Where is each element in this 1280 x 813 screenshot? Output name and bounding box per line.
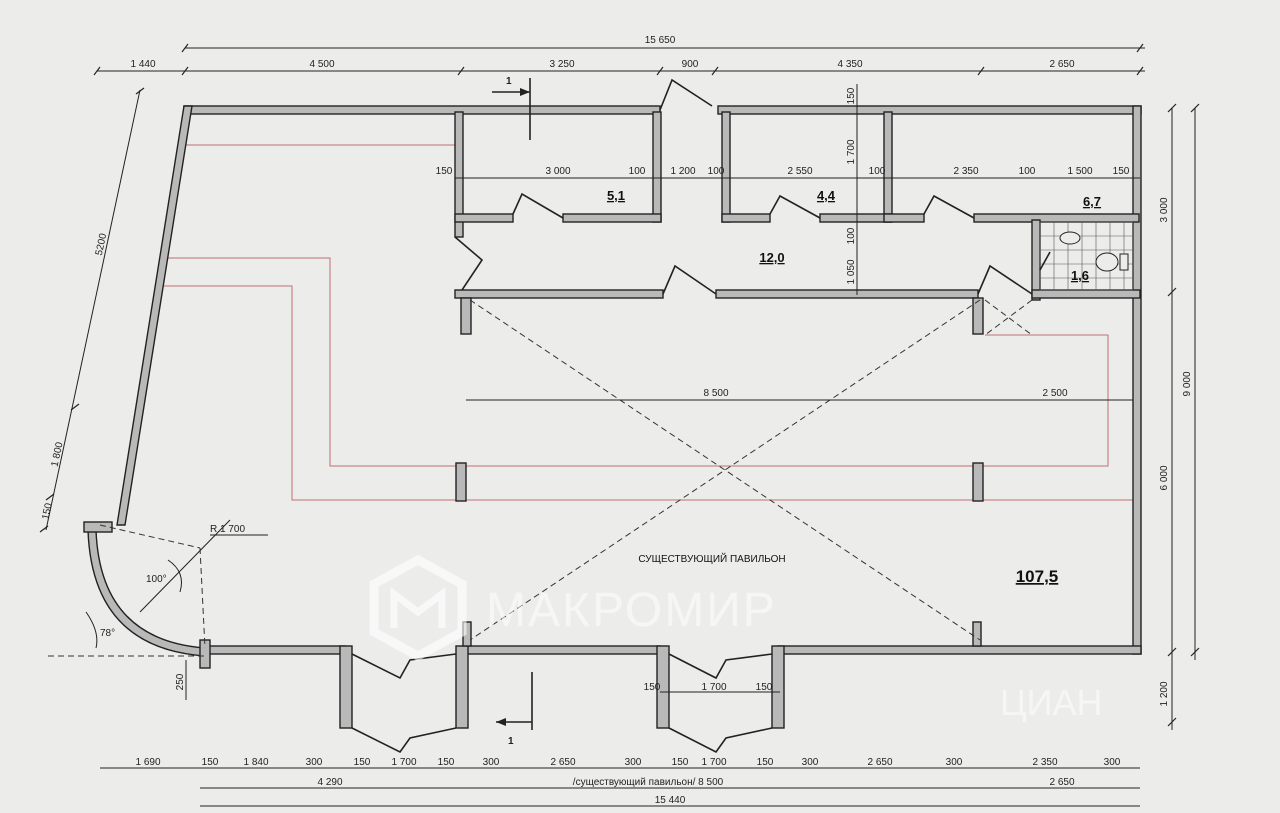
top-dimensions: 15 650 1 440 4 500 3 250 900 4 350 2 650	[93, 35, 1145, 76]
svg-text:1 840: 1 840	[243, 757, 268, 768]
pavilion-label: СУЩЕСТВУЮЩИЙ ПАВИЛЬОН	[638, 552, 785, 565]
dim-top-5: 4 350	[837, 59, 862, 70]
svg-text:150: 150	[438, 757, 455, 768]
outer-walls	[83, 78, 1142, 669]
svg-text:1 500: 1 500	[1067, 166, 1092, 177]
watermark-site: ЦИАН	[1000, 682, 1103, 723]
dim-top-4: 900	[682, 59, 699, 70]
dim-right-1: 3 000	[1159, 197, 1170, 222]
dim-top-2: 4 500	[309, 59, 334, 70]
arc-annotations: R 1 700 100° 78° 250	[48, 519, 268, 700]
room-area-hall: 107,5	[1016, 567, 1059, 586]
dim-right-total: 9 000	[1182, 371, 1193, 396]
svg-text:4 290: 4 290	[317, 777, 342, 788]
svg-text:100: 100	[869, 166, 886, 177]
svg-text:1 200: 1 200	[670, 166, 695, 177]
dim-left-2: 1 800	[50, 441, 66, 468]
svg-text:300: 300	[483, 757, 500, 768]
entrance-left	[339, 645, 469, 754]
room-area-wc: 1,6	[1071, 268, 1089, 283]
watermark-brand: МАКРОМИР	[486, 584, 777, 637]
dim-top-total: 15 650	[645, 35, 676, 46]
svg-text:2 650: 2 650	[1049, 777, 1074, 788]
dim-entr-2: 1 700	[701, 682, 726, 693]
svg-text:150: 150	[846, 87, 857, 104]
red-outline-lines	[158, 144, 1135, 501]
angle-100: 100°	[146, 574, 167, 585]
watermark-logo	[369, 554, 467, 662]
sink-icon	[1059, 231, 1081, 245]
pavilion-diagonals: 8 500 2 500	[466, 299, 1133, 641]
svg-text:300: 300	[946, 757, 963, 768]
svg-text:1: 1	[506, 76, 512, 87]
dim-top-1: 1 440	[130, 59, 155, 70]
svg-text:300: 300	[1104, 757, 1121, 768]
svg-text:150: 150	[354, 757, 371, 768]
bottom-dimensions: 1 690 150 1 840 300 150 1 700 150 300 2 …	[100, 757, 1140, 807]
svg-text:1 690: 1 690	[135, 757, 160, 768]
dim-top-6: 2 650	[1049, 59, 1074, 70]
right-dimensions: 3 000 6 000 1 200 9 000	[1159, 103, 1200, 730]
svg-text:1 700: 1 700	[391, 757, 416, 768]
svg-text:300: 300	[802, 757, 819, 768]
svg-text:100: 100	[708, 166, 725, 177]
svg-text:150: 150	[757, 757, 774, 768]
dim-entr-3: 150	[756, 682, 773, 693]
entrance-right: 150 1 700 150	[644, 645, 785, 754]
dim-left-3: 150	[40, 502, 54, 521]
svg-text:150: 150	[1113, 166, 1130, 177]
svg-text:150: 150	[672, 757, 689, 768]
svg-text:/существующий павильон/ 8 500: /существующий павильон/ 8 500	[573, 777, 724, 788]
svg-text:100: 100	[846, 227, 857, 244]
svg-text:2 350: 2 350	[953, 166, 978, 177]
dim-top-3: 3 250	[549, 59, 574, 70]
svg-text:15 440: 15 440	[655, 795, 686, 806]
room-area-6-7: 6,7	[1083, 194, 1101, 209]
dim-left-1: 5200	[94, 232, 109, 256]
section-marker-bottom: 1	[496, 672, 533, 747]
dim-entr-1: 150	[644, 682, 661, 693]
section-marker-top: 1	[492, 76, 531, 140]
dim-pavilion-width: 8 500	[703, 388, 728, 399]
svg-text:300: 300	[625, 757, 642, 768]
svg-text:250: 250	[175, 673, 186, 690]
room-walls	[454, 111, 1141, 647]
inner-dimensions: 150 3 000 100 1 200 100 2 550 100 2 350 …	[436, 84, 1140, 295]
svg-text:2 650: 2 650	[867, 757, 892, 768]
svg-text:1 700: 1 700	[701, 757, 726, 768]
svg-text:1: 1	[508, 736, 514, 747]
radius-label: R 1 700	[210, 524, 245, 535]
wc-tiles	[1039, 221, 1134, 291]
left-dimensions: 5200 1 800 150	[39, 87, 145, 533]
room-area-4-4: 4,4	[817, 188, 836, 203]
svg-text:150: 150	[202, 757, 219, 768]
svg-text:1 700: 1 700	[846, 139, 857, 164]
toilet-icon	[1095, 252, 1119, 272]
svg-text:300: 300	[306, 757, 323, 768]
svg-text:150: 150	[436, 166, 453, 177]
room-area-5-1: 5,1	[607, 188, 625, 203]
angle-78: 78°	[100, 628, 115, 639]
svg-text:3 000: 3 000	[545, 166, 570, 177]
dim-right-bottom: 1 200	[1159, 681, 1170, 706]
svg-text:2 650: 2 650	[550, 757, 575, 768]
svg-text:1 050: 1 050	[846, 259, 857, 284]
svg-text:2 350: 2 350	[1032, 757, 1057, 768]
svg-text:100: 100	[629, 166, 646, 177]
room-area-corridor: 12,0	[759, 250, 784, 265]
svg-text:100: 100	[1019, 166, 1036, 177]
dim-right-2: 6 000	[1159, 465, 1170, 490]
dim-side-width: 2 500	[1042, 388, 1067, 399]
svg-text:2 550: 2 550	[787, 166, 812, 177]
